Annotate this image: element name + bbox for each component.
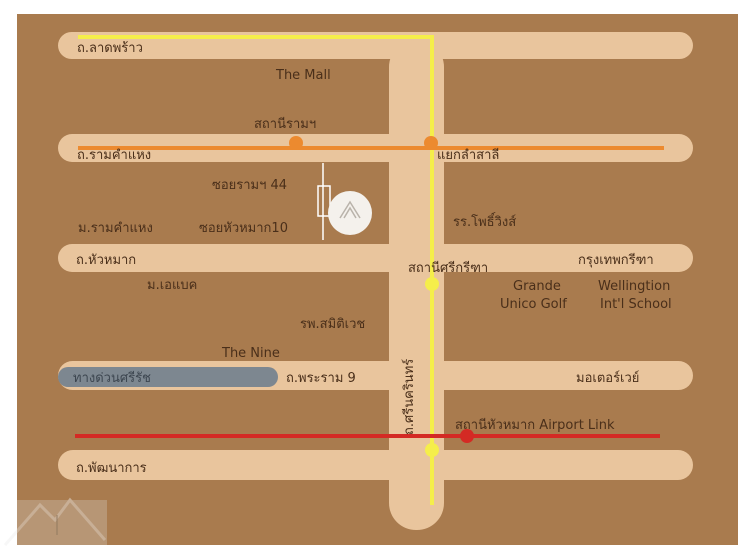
label-phatthanakan: ถ.พัฒนาการ <box>76 461 147 476</box>
station-phatthanakan-dot <box>425 443 439 457</box>
label-expressway: ทางด่วนศรีรัช <box>73 370 151 386</box>
label-wellington-2: Int'l School <box>600 297 672 312</box>
label-grande-1: Grande <box>513 279 561 294</box>
road-hua-mak <box>58 244 693 272</box>
station-lam-sali-dot <box>424 136 438 150</box>
project-logo-icon <box>328 191 372 235</box>
label-lam-sali: แยกลำสาลี <box>437 147 499 163</box>
label-wellington-1: Wellingtion <box>598 279 670 294</box>
label-samitivej: รพ.สมิติเวช <box>300 317 365 332</box>
station-huamak-dot <box>460 429 474 443</box>
label-rama9: ถ.พระราม 9 <box>286 371 356 386</box>
label-ramkhamhaeng: ถ.รามคำแหง <box>77 148 151 163</box>
label-huamak-airport-link: สถานีหัวหมาก Airport Link <box>455 417 615 433</box>
station-ram-dot <box>289 136 303 150</box>
label-krungthep-kreetha: กรุงเทพกรีฑา <box>578 252 654 268</box>
label-lat-phrao: ถ.ลาดพร้าว <box>77 41 143 56</box>
label-the-mall: The Mall <box>275 68 331 83</box>
label-abac: ม.เอแบค <box>147 278 197 293</box>
road-phatthanakan <box>58 450 693 480</box>
expressway-segment <box>58 367 278 387</box>
label-ram-university: ม.รามคำแหง <box>78 221 153 236</box>
label-the-nine: The Nine <box>221 346 280 361</box>
label-soi-ram44: ซอยรามฯ 44 <box>212 178 287 193</box>
label-grande-2: Unico Golf <box>500 297 567 312</box>
project-plot <box>317 185 331 217</box>
watermark-logo <box>3 497 107 546</box>
station-kreetha-dot <box>425 277 439 291</box>
label-hua-mak: ถ.หัวหมาก <box>76 253 136 268</box>
label-ram-station: สถานีรามฯ <box>254 116 316 132</box>
label-srinakarin: ถ.ศรีนครินทร์ <box>401 359 417 435</box>
label-soi-huamak10: ซอยหัวหมาก10 <box>199 221 288 236</box>
label-kreetha-station: สถานีศรีกรีฑา <box>408 260 488 276</box>
label-motorway: มอเตอร์เวย์ <box>576 370 639 386</box>
yellow-line <box>78 35 434 505</box>
label-poly-school: รร.โพธิ์วิงส์ <box>453 212 516 230</box>
